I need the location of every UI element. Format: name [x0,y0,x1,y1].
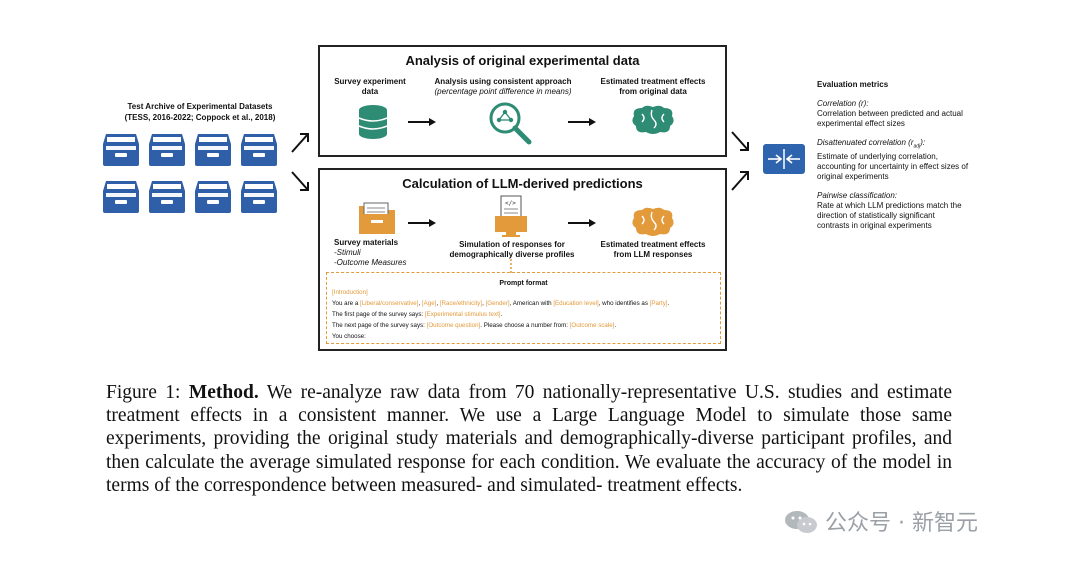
watermark: 公众号 · 新智元 [784,505,978,537]
brain-icon [632,105,674,134]
figure-caption: Figure 1: Method. We re-analyze raw data… [106,382,952,496]
watermark-text: 公众号 · 新智元 [825,511,978,536]
folder-icon [359,202,395,234]
prompt-line-choose: You choose: [332,333,366,340]
dataset-tray-icon [149,181,185,213]
llm-predictions-title: Calculation of LLM-derived predictions [402,176,643,191]
simulation-computer-icon: </> [495,195,527,237]
metric-disattenuated: Disattenuated correlation (radj): Estima… [817,138,969,181]
prompt-line-profile: You are a [Liberal/conservative], [Age],… [332,300,670,307]
dataset-tray-icon [149,134,185,166]
dataset-tray-icon [241,181,277,213]
dataset-tray-icon [195,134,231,166]
llm-predictions-box: Calculation of LLM-derived predictions <… [318,168,727,351]
arrow-icon [568,219,596,227]
compare-icon [763,144,805,174]
llm-effects-step: Estimated treatment effects from LLM res… [600,240,706,259]
prompt-connector [510,259,512,273]
wechat-icon [785,511,817,533]
metric-pairwise: Pairwise classification: Rate at which L… [817,190,962,230]
dataset-tray-icon [103,134,139,166]
llm-brain-icon [632,207,674,236]
analysis-step: Analysis using consistent approach (perc… [434,77,572,96]
prompt-intro: [Introduction] [332,289,368,296]
compare-arrows [731,131,749,191]
dataset-tray-icon [195,181,231,213]
archive-title-line2: (TESS, 2016-2022; Coppock et al., 2018) [124,113,276,122]
original-analysis-box: Analysis of original experimental data S… [318,45,727,157]
dataset-archive-icons [103,131,283,217]
dataset-tray-icon [241,134,277,166]
archive-title: Test Archive of Experimental Datasets (T… [100,101,300,123]
prompt-format-box: Prompt format [Introduction] You are a [… [326,272,721,344]
svg-text:</>: </> [505,200,516,207]
evaluation-metrics: Evaluation metrics Correlation (r): Corr… [817,80,969,240]
analysis-magnifier-icon [489,102,532,145]
original-effects-step: Estimated treatment effects from origina… [600,77,706,96]
prompt-line-outcome: The next page of the survey says: [Outco… [332,322,617,329]
dataset-tray-icon [103,181,139,213]
archive-title-line1: Test Archive of Experimental Datasets [127,102,273,111]
arrow-icon [408,219,436,227]
arrow-icon [408,118,436,126]
archive-arrows [291,133,309,191]
database-icon [358,105,388,139]
arrow-icon [568,118,596,126]
survey-materials-step: Survey materials -Stimuli -Outcome Measu… [334,238,407,267]
original-analysis-title: Analysis of original experimental data [405,53,640,68]
prompt-line-stimulus: The first page of the survey says: [Expe… [332,311,503,318]
prompt-title: Prompt format [499,280,548,287]
metric-correlation: Correlation (r): Correlation between pre… [817,99,963,128]
simulation-step: Simulation of responses for demographica… [449,240,575,259]
survey-data-step: Survey experiment data [334,77,406,96]
metrics-title: Evaluation metrics [817,80,889,89]
